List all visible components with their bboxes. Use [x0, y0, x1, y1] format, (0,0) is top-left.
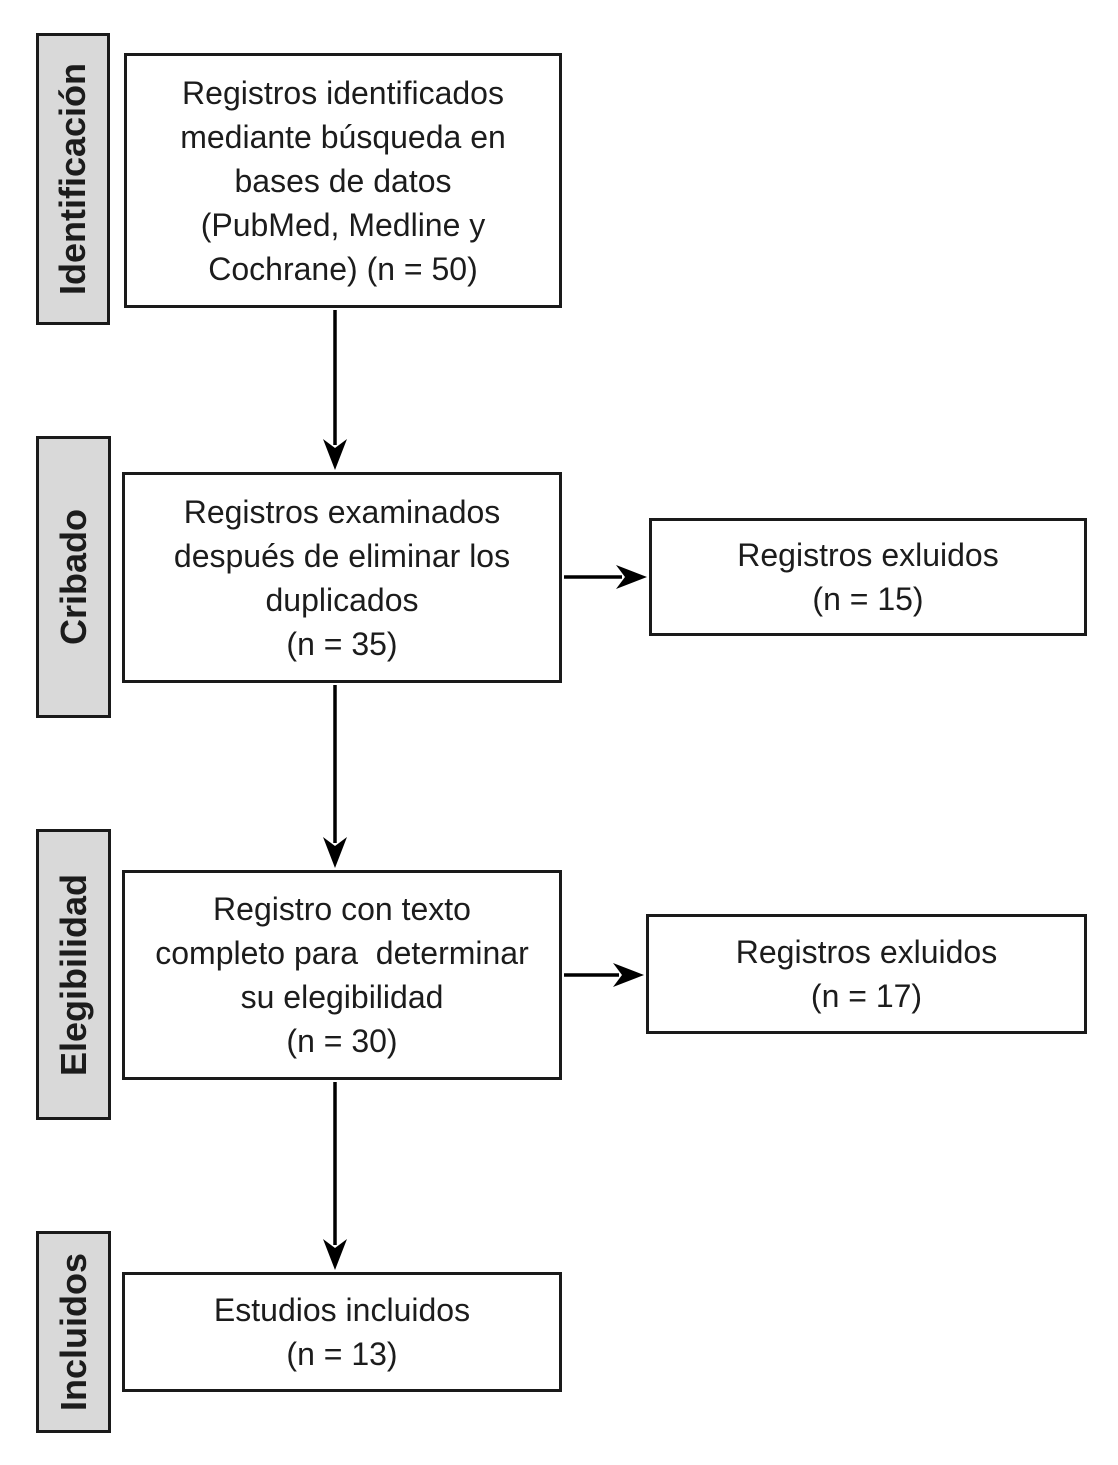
box-records-excluded-eligibility: Registros exluidos (n = 17) — [646, 914, 1087, 1034]
box-fulltext-assessed-line: su elegibilidad — [240, 979, 444, 1015]
box-records-screened-line: Registros examinados — [183, 493, 501, 530]
box-records-identified-line: bases de datos — [234, 162, 452, 199]
stage-eligibility: Elegibilidad — [36, 829, 111, 1120]
box-records-identified: Registros identificados mediante búsqued… — [124, 53, 562, 308]
stage-screening-label: Cribado — [52, 508, 94, 646]
arrow-screening-to-excluded — [564, 565, 647, 589]
arrow-screening-to-eligibility — [323, 685, 347, 868]
arrow-eligibility-to-excluded — [564, 963, 644, 987]
box-records-identified-line: (PubMed, Medline y — [200, 206, 486, 243]
box-studies-included-line: (n = 13) — [286, 1336, 398, 1372]
stage-identification-label: Identificación — [52, 62, 93, 296]
box-records-identified-line: mediante búsqueda en — [180, 118, 506, 155]
box-records-screened-line: duplicados — [265, 581, 419, 618]
stage-screening: Cribado — [36, 436, 111, 718]
box-fulltext-assessed-line: Registro con texto — [213, 891, 471, 927]
box-records-excluded-screening-line: Registros exluidos — [737, 537, 999, 573]
box-records-excluded-eligibility-line: Registros exluidos — [735, 934, 998, 970]
box-fulltext-assessed: Registro con texto completo para determi… — [122, 870, 562, 1080]
stage-identification: Identificación — [36, 33, 110, 325]
box-fulltext-assessed-line: completo para determinar — [155, 935, 529, 971]
box-studies-included: Estudios incluidos (n = 13) — [122, 1272, 562, 1392]
box-records-excluded-eligibility-line: (n = 17) — [810, 978, 923, 1014]
box-records-screened-line: después de eliminar los — [173, 537, 511, 574]
box-records-excluded-screening: Registros exluidos (n = 15) — [649, 518, 1087, 636]
box-fulltext-assessed-line: (n = 30) — [286, 1023, 398, 1059]
stage-eligibility-label: Elegibilidad — [52, 873, 94, 1076]
box-records-identified-line: Registros identificados — [182, 74, 504, 111]
box-records-screened: Registros examinados después de eliminar… — [122, 472, 562, 683]
box-records-screened-line: (n = 35) — [286, 625, 398, 662]
arrow-eligibility-to-included — [323, 1082, 347, 1270]
arrow-identification-to-screening — [323, 310, 347, 470]
stage-included: Incluidos — [36, 1231, 111, 1433]
stage-included-label: Incluidos — [52, 1252, 94, 1412]
box-studies-included-line: Estudios incluidos — [213, 1292, 471, 1328]
box-records-identified-line: Cochrane) (n = 50) — [208, 250, 478, 287]
box-records-excluded-screening-line: (n = 15) — [812, 581, 924, 617]
